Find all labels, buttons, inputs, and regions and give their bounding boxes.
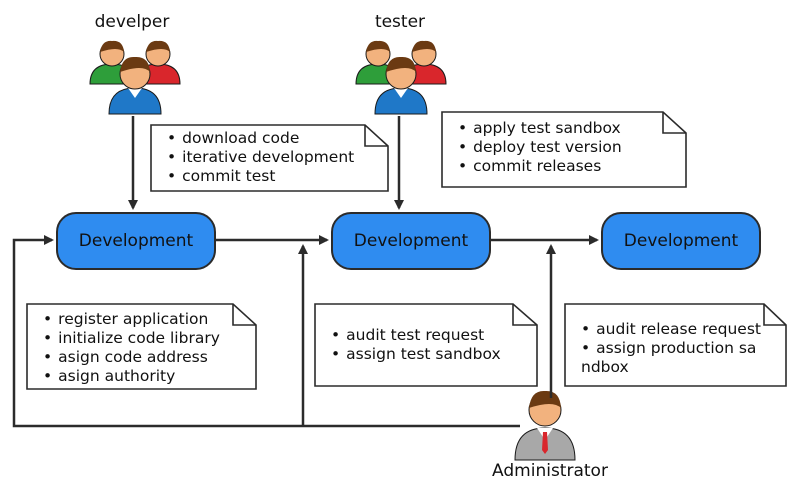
note-item: commit test [167, 167, 378, 186]
note-tester-tasks: apply test sandbox deploy test version c… [442, 115, 686, 187]
note-admin-stage1-tasks: register application initialize code lib… [27, 306, 256, 389]
stage-label: Development [78, 231, 194, 251]
note-item: register application [43, 310, 246, 329]
note-item: initialize code library [43, 329, 246, 348]
note-item: iterative development [167, 148, 378, 167]
note-item: assign production sa ndbox [581, 339, 782, 377]
tester-label: tester [374, 12, 426, 32]
note-admin-stage3-tasks: audit release request assign production … [565, 316, 786, 386]
note-item: assign test sandbox [331, 345, 527, 364]
stage-label: Development [623, 231, 739, 251]
note-admin-stage2-tasks: audit test request assign test sandbox [315, 322, 537, 386]
note-item: asign code address [43, 348, 246, 367]
stage-label: Development [353, 231, 469, 251]
stage-development-1[interactable]: Development [56, 212, 216, 270]
administrator-icon [514, 390, 576, 461]
note-item: download code [167, 129, 378, 148]
administrator-label: Administrator [492, 461, 608, 481]
developer-group-icon [89, 40, 181, 115]
note-item: asign authority [43, 367, 246, 386]
arrow-admin-to-stage1 [12, 235, 520, 428]
note-item: deploy test version [458, 138, 676, 157]
note-item: audit test request [331, 326, 527, 345]
note-item: commit releases [458, 157, 676, 176]
stage-development-2[interactable]: Development [331, 212, 491, 270]
tester-group-icon [355, 40, 447, 115]
developer-label: develper [94, 12, 170, 32]
note-item: audit release request [581, 320, 782, 339]
note-developer-tasks: download code iterative development comm… [151, 125, 388, 191]
note-item: apply test sandbox [458, 119, 676, 138]
stage-development-3[interactable]: Development [601, 212, 761, 270]
